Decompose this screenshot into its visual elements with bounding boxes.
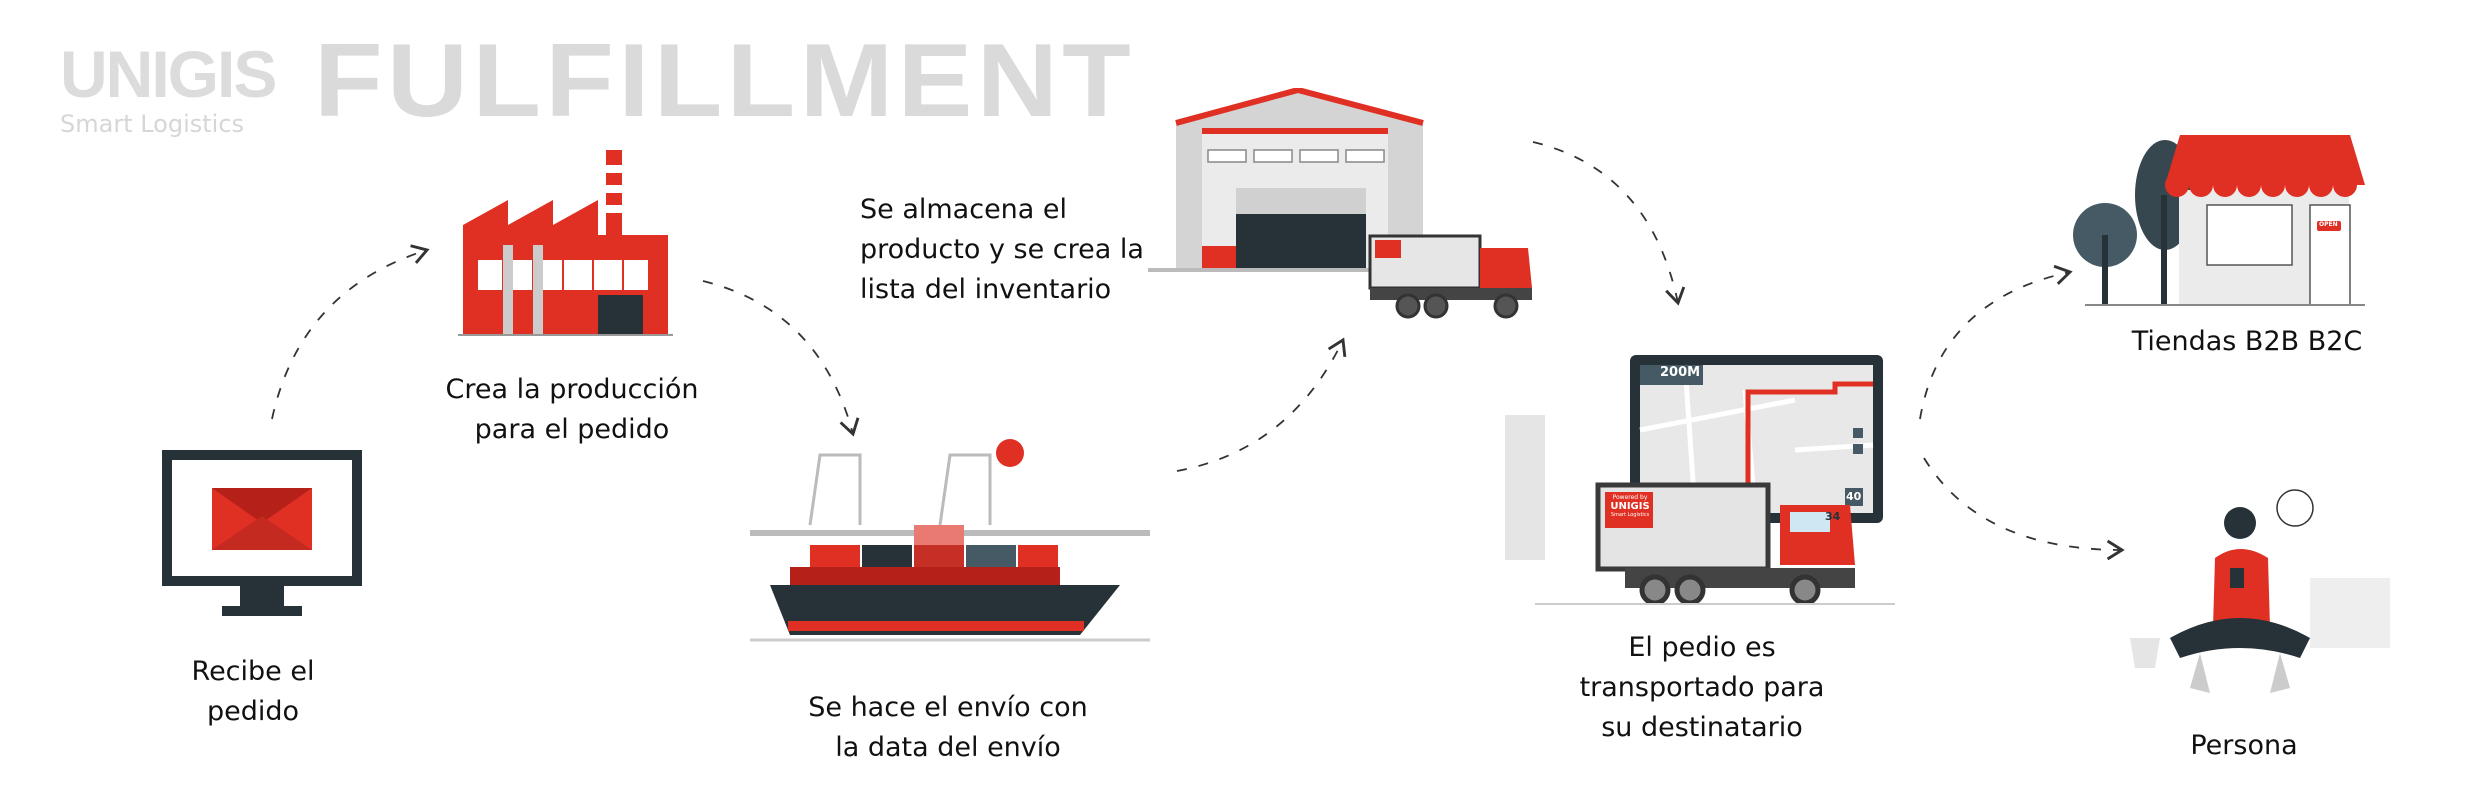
label-line: lista del inventario xyxy=(860,274,1112,305)
person-phone-icon xyxy=(2130,489,2390,693)
label-line: su destinatario xyxy=(1601,712,1803,743)
label-line: El pedio es xyxy=(1628,632,1776,663)
step-label-almacena: Se almacena el producto y se crea la lis… xyxy=(860,190,1144,310)
badge-line3: Smart Logistics xyxy=(1610,512,1650,518)
label-line: Tiendas B2B B2C xyxy=(2131,326,2363,357)
badge-line1: Powered by xyxy=(1612,494,1648,501)
badge-line2: UNIGIS xyxy=(1610,501,1650,512)
store-open-sign: OPEN xyxy=(2319,221,2338,228)
label-line: Recibe el xyxy=(191,656,315,687)
truck-gps-illustration: 200M 40 34 Powered by UNIGIS Smart Logis… xyxy=(1495,350,1895,605)
arrow-1 xyxy=(271,244,430,420)
label-line: producto y se crea la xyxy=(860,234,1144,265)
truck-gps-icon xyxy=(1505,355,1895,605)
arrow-4 xyxy=(1532,141,1686,306)
label-line: Se almacena el xyxy=(860,194,1068,225)
step-label-transporte: El pedio es transportado para su destina… xyxy=(1552,628,1852,748)
gps-distance: 200M xyxy=(1660,365,1701,380)
computer-mail-icon xyxy=(162,450,362,616)
label-line: transportado para xyxy=(1579,672,1825,703)
arrow-5 xyxy=(1919,264,2073,420)
arrow-3 xyxy=(1176,337,1347,472)
gps-speed: 34 xyxy=(1825,510,1841,523)
label-line: pedido xyxy=(206,696,300,727)
arrow-2 xyxy=(702,280,860,437)
page-title: FULFILLMENT xyxy=(314,23,1136,139)
step-label-recibe: Recibe el pedido xyxy=(153,652,353,732)
truck-badge: Powered by UNIGIS Smart Logistics xyxy=(1607,493,1653,520)
label-line: Persona xyxy=(2190,730,2298,761)
step-label-tiendas: Tiendas B2B B2C xyxy=(2097,322,2397,362)
label-line: Crea la producción xyxy=(445,374,699,405)
label-line: para el pedido xyxy=(474,414,670,445)
cargo-ship-icon xyxy=(750,439,1150,642)
label-line: la data del envío xyxy=(835,732,1061,763)
arrow-6 xyxy=(1923,457,2125,561)
gps-speed-limit: 40 xyxy=(1846,490,1862,503)
warehouse-icon xyxy=(1148,88,1532,319)
step-label-persona: Persona xyxy=(2094,726,2394,766)
step-label-produccion: Crea la producción para el pedido xyxy=(422,370,722,450)
label-line: Se hace el envío con xyxy=(808,692,1088,723)
factory-icon xyxy=(458,150,673,336)
unigis-logo: UNIGIS xyxy=(60,37,277,111)
store-icon xyxy=(2073,135,2365,306)
step-label-envio: Se hace el envío con la data del envío xyxy=(773,688,1123,768)
store-illustration: OPEN xyxy=(2065,135,2365,310)
logo-subtitle: Smart Logistics xyxy=(60,110,245,138)
